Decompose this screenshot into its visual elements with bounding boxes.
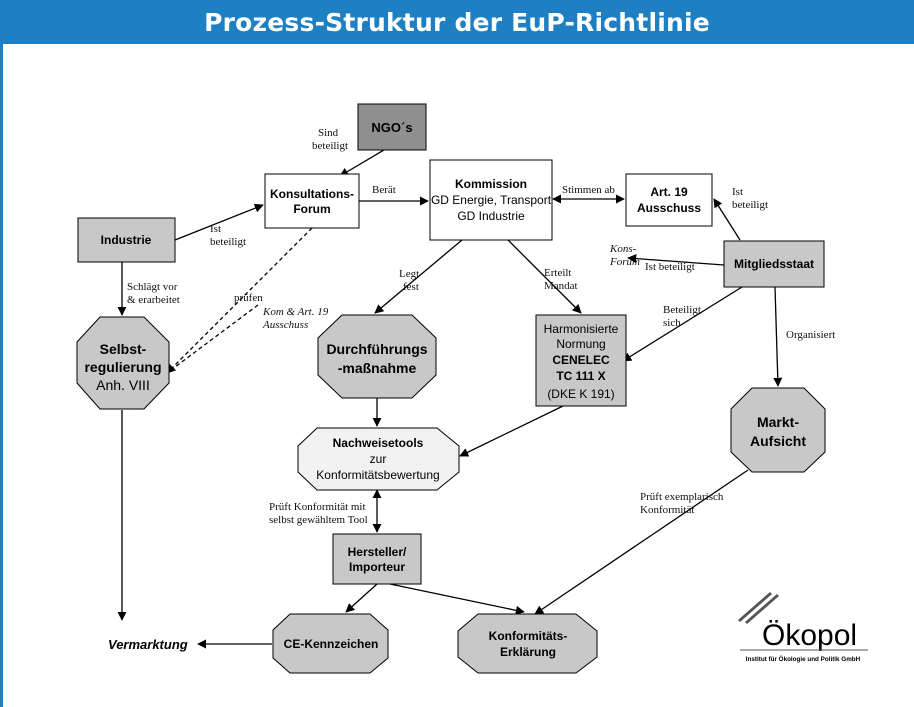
node-kommission: Kommission GD Energie, Transport GD Indu…	[429, 159, 553, 241]
left-border	[0, 44, 3, 707]
edges	[117, 149, 783, 649]
label-prueft-1: Prüft Konformität mit	[269, 501, 366, 513]
svg-text:GD Energie, Transport: GD Energie, Transport	[431, 193, 552, 207]
label-kom-art19: Kom & Art. 19	[262, 306, 329, 318]
label-ausschuss: Ausschuss	[262, 319, 308, 331]
page-title: Prozess-Struktur der EuP-Richtlinie	[0, 0, 914, 44]
svg-text:Normung: Normung	[556, 337, 605, 351]
label-beteiligt-ind: beteiligt	[210, 236, 246, 248]
edge-pruefen-selbst	[166, 304, 259, 374]
label-legt: Legt	[399, 268, 419, 280]
svg-text:Industrie: Industrie	[101, 233, 152, 247]
svg-text:Kommission: Kommission	[455, 177, 527, 191]
edge-mitglied-konsforum	[627, 254, 725, 266]
edge-normung-nachweise	[459, 405, 564, 457]
label-beteiligt-ngo: beteiligt	[312, 140, 348, 152]
label-beteiligt-art19: beteiligt	[732, 199, 768, 211]
label-ist-art19: Ist	[732, 186, 743, 198]
node-marktaufsicht: Markt- Aufsicht	[730, 387, 826, 473]
svg-text:Aufsicht: Aufsicht	[750, 433, 806, 449]
logo-subtitle: Institut für Ökologie und Politik GmbH	[746, 654, 861, 663]
svg-text:Markt-: Markt-	[757, 414, 799, 430]
svg-text:CENELEC: CENELEC	[552, 353, 610, 367]
node-ngo: NGO´s	[357, 103, 427, 151]
svg-text:Konsultations-: Konsultations-	[270, 187, 354, 201]
svg-text:Harmonisierte: Harmonisierte	[544, 322, 619, 336]
label-forum: Forum	[609, 256, 640, 268]
edge-mitglied-normung	[622, 286, 743, 362]
svg-text:zur: zur	[370, 452, 387, 466]
label-prueft-2: selbst gewähltem Tool	[269, 514, 368, 526]
edge-hersteller-ce	[345, 583, 378, 613]
svg-text:TC 111 X: TC 111 X	[556, 369, 605, 383]
svg-text:Importeur: Importeur	[349, 560, 405, 574]
label-organisiert: Organisiert	[786, 329, 835, 341]
svg-text:Forum: Forum	[293, 202, 330, 216]
edge-mitglied-markt	[773, 286, 783, 387]
svg-text:Ausschuss: Ausschuss	[637, 201, 701, 215]
edge-markt-konform	[534, 469, 749, 615]
edge-mitglied-art19	[713, 198, 741, 241]
svg-text:Nachweisetools: Nachweisetools	[333, 436, 424, 450]
node-selbstregulierung: Selbst- regulierung Anh. VIII	[76, 316, 170, 410]
label-exemplarisch-2: Konformität	[640, 504, 694, 516]
node-mitgliedsstaat: Mitgliedsstaat	[723, 240, 825, 288]
label-mandat: Mandat	[544, 280, 578, 292]
svg-text:Durchführungs: Durchführungs	[326, 341, 427, 357]
label-ist-ind: Ist	[210, 223, 221, 235]
logo-name: Ökopol	[762, 619, 857, 652]
svg-text:Mitgliedsstaat: Mitgliedsstaat	[734, 257, 814, 271]
node-durchfuehrungsmassnahme: Durchführungs -maßnahme	[317, 314, 437, 399]
node-hersteller-importeur: Hersteller/ Importeur	[332, 533, 422, 585]
svg-text:Anh. VIII: Anh. VIII	[96, 377, 150, 393]
edge-ngo-forum	[339, 149, 385, 177]
edge-hersteller-konform	[389, 583, 525, 615]
svg-text:Konformitätsbewertung: Konformitätsbewertung	[316, 468, 439, 482]
label-beteiligt-ms: Beteiligt	[663, 304, 701, 316]
label-beraet: Berät	[372, 184, 396, 196]
node-ce-kennzeichen: CE-Kennzeichen	[272, 613, 389, 674]
edge-industrie-forum	[174, 203, 264, 241]
label-schlaegt-2: & erarbeitet	[127, 294, 180, 306]
svg-text:CE-Kennzeichen: CE-Kennzeichen	[284, 637, 379, 651]
edge-forum-selbst	[166, 227, 313, 374]
label-ist-beteiligt-ms: Ist beteiligt	[645, 261, 695, 273]
ngo-label: NGO´s	[371, 120, 412, 135]
label-exemplarisch-1: Prüft exemplarisch	[640, 491, 724, 503]
node-harmonisierte-normung: Harmonisierte Normung CENELEC TC 111 X (…	[535, 314, 627, 407]
vermarktung-label: Vermarktung	[108, 637, 188, 652]
edge-labels: Sind beteiligt Berät Stimmen ab Ist bete…	[127, 127, 835, 526]
svg-text:Hersteller/: Hersteller/	[348, 545, 407, 559]
edge-kommission-durchf	[374, 239, 463, 314]
svg-text:(DKE K 191): (DKE K 191)	[547, 387, 614, 401]
label-erteilt: Erteilt	[544, 267, 572, 279]
node-industrie: Industrie	[77, 217, 176, 263]
node-konformitaetserklaerung: Konformitäts- Erklärung	[457, 613, 598, 674]
node-nachweisetools: Nachweisetools zur Konformitätsbewertung	[297, 427, 460, 491]
label-sich: sich	[663, 317, 681, 329]
svg-text:Erklärung: Erklärung	[500, 645, 556, 659]
svg-text:GD Industrie: GD Industrie	[457, 209, 525, 223]
svg-text:Konformitäts-: Konformitäts-	[489, 629, 568, 643]
label-stimmen-ab: Stimmen ab	[562, 184, 615, 196]
svg-text:regulierung: regulierung	[84, 359, 161, 375]
edge-kommission-normung	[507, 239, 582, 314]
svg-text:-maßnahme: -maßnahme	[338, 360, 417, 376]
node-art19-ausschuss: Art. 19 Ausschuss	[625, 173, 713, 227]
label-sind: Sind	[318, 127, 339, 139]
label-fest: fest	[403, 281, 419, 293]
svg-text:Selbst-: Selbst-	[100, 341, 147, 357]
oekopol-logo: Ökopol Institut für Ökologie und Politik…	[738, 592, 868, 663]
label-pruefen: prüfen	[234, 292, 263, 304]
label-schlaegt-1: Schlägt vor	[127, 281, 178, 293]
label-kons: Kons-	[609, 243, 637, 255]
svg-text:Art. 19: Art. 19	[650, 185, 688, 199]
node-konsultationsforum: Konsultations- Forum	[264, 173, 360, 229]
